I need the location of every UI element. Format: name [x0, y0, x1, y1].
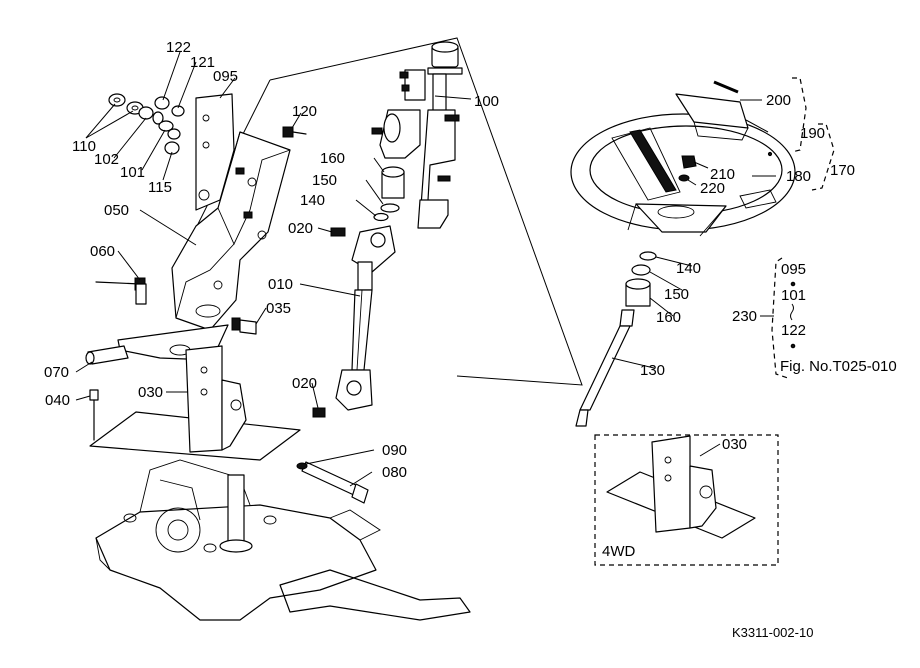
label-030b: 030 — [722, 436, 747, 453]
universal-joint-shaft-010 — [312, 225, 396, 418]
bolt-120 — [282, 126, 307, 138]
figure-reference: Fig. No.T025-010 — [780, 358, 897, 375]
label-140a: 140 — [300, 192, 325, 209]
label-090: 090 — [382, 442, 407, 459]
label-120: 120 — [292, 103, 317, 120]
label-020b: 020 — [292, 375, 317, 392]
bolt-080 — [301, 461, 369, 504]
label-122b: 122 — [781, 322, 806, 339]
dot-190 — [767, 151, 773, 157]
label-115: 115 — [148, 179, 172, 196]
dot-095-101 — [790, 281, 796, 287]
label-190: 190 — [800, 125, 825, 142]
steering-column-100 — [371, 41, 463, 229]
inset-4wd-label: 4WD — [602, 543, 636, 560]
label-101a: 101 — [120, 164, 145, 181]
label-020a: 020 — [288, 220, 313, 237]
bracket-230 — [771, 257, 789, 379]
label-140b: 140 — [676, 260, 701, 277]
transmission-housing — [95, 459, 471, 621]
nut-210 — [681, 155, 697, 169]
label-095a: 095 — [213, 68, 238, 85]
label-100: 100 — [474, 93, 499, 110]
washer-220 — [678, 174, 690, 182]
bushing-160-left — [381, 166, 405, 199]
shaft-070 — [85, 345, 129, 365]
label-220: 220 — [700, 180, 725, 197]
steering-wheel-180 — [570, 113, 796, 237]
label-080: 080 — [382, 464, 407, 481]
bearing-150-left — [380, 203, 400, 213]
bracket-plate-095 — [195, 93, 235, 211]
label-030a: 030 — [138, 384, 163, 401]
pin-200 — [713, 80, 739, 94]
dot-122-fig — [790, 343, 796, 349]
label-180: 180 — [786, 168, 811, 185]
label-110: 110 — [72, 138, 96, 155]
label-150a: 150 — [312, 172, 337, 189]
part-labels: 122 121 095 110 102 101 115 120 100 160 … — [44, 39, 897, 640]
column-group-outline — [269, 37, 583, 386]
label-230: 230 — [732, 308, 757, 325]
leader-lines — [75, 51, 776, 487]
label-170: 170 — [830, 162, 855, 179]
label-121: 121 — [190, 54, 215, 71]
label-210: 210 — [710, 166, 735, 183]
label-130: 130 — [640, 362, 665, 379]
label-060: 060 — [90, 243, 115, 260]
inset-4wd-frame — [594, 434, 779, 566]
bracket-030-4wd — [606, 435, 756, 539]
label-010: 010 — [268, 276, 293, 293]
label-160b: 160 — [656, 309, 681, 326]
bracket-190 — [791, 77, 807, 153]
label-070: 070 — [44, 364, 69, 381]
nut-washer-set — [108, 93, 185, 155]
bearing-150-right — [631, 264, 651, 276]
washer-140-left — [373, 212, 389, 222]
horn-cap-190 — [675, 93, 749, 141]
label-040: 040 — [45, 392, 70, 409]
steering-shaft-130 — [575, 309, 635, 427]
label-102: 102 — [94, 151, 119, 168]
bushing-160-right — [625, 278, 651, 307]
label-200: 200 — [766, 92, 791, 109]
label-122a: 122 — [166, 39, 191, 56]
label-035: 035 — [266, 300, 291, 317]
bracket-030 — [89, 345, 301, 461]
label-101b: 101 — [781, 287, 806, 304]
label-160a: 160 — [320, 150, 345, 167]
label-150b: 150 — [664, 286, 689, 303]
drawing-number: K3311-002-10 — [732, 625, 813, 640]
pin-060 — [95, 277, 147, 305]
label-095b: 095 — [781, 261, 806, 278]
tilde-101-122 — [790, 303, 794, 321]
washer-140-right — [639, 251, 657, 261]
label-050: 050 — [104, 202, 129, 219]
bolt-035 — [231, 317, 257, 335]
washer-090 — [296, 462, 308, 470]
